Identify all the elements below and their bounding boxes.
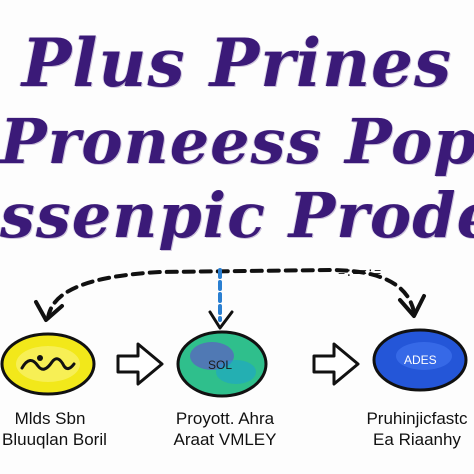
node-3-caption: Pruhinjicfastc Ea Riaanhy [360,408,474,450]
title-line-2: Proneess Popen [0,105,474,178]
node-3-caption-line-2: Ea Riaanhy [373,430,461,449]
feedback-loop-connector [46,267,416,320]
title-line-1: Plus Prines [21,24,453,102]
flow-arrow-2 [312,342,360,386]
node-2-caption-line-2: Araat VMLEY [173,430,277,449]
node-3-caption-line-1: Pruhinjicfastc [366,409,468,428]
vertical-connector-arrowhead [208,310,234,330]
node-2-caption-line-1: Proyott. Ahra [175,409,275,428]
process-node-1 [0,332,96,396]
feedback-loop-right-arrowhead [398,294,426,318]
process-node-2: SOL [176,330,268,398]
connector-label: =:==:= [338,266,381,280]
node-2-label: SOL [208,358,232,372]
node-2-caption: Proyott. Ahra Araat VMLEY [160,408,290,450]
process-node-3: ADES [372,328,468,392]
node-1-caption-line-2: Bluuqlan Boril [2,430,107,449]
node-1-caption: Mlds Sbn Bluuqlan Boril [2,408,107,450]
node-1-scribble-icon [20,357,76,371]
title-line-3: ssenpic Prodes [0,179,474,252]
node-3-label: ADES [404,353,437,367]
node-1-caption-line-1: Mlds Sbn [14,409,86,428]
flow-arrow-1 [116,342,164,386]
feedback-loop-left-arrowhead [34,300,64,322]
